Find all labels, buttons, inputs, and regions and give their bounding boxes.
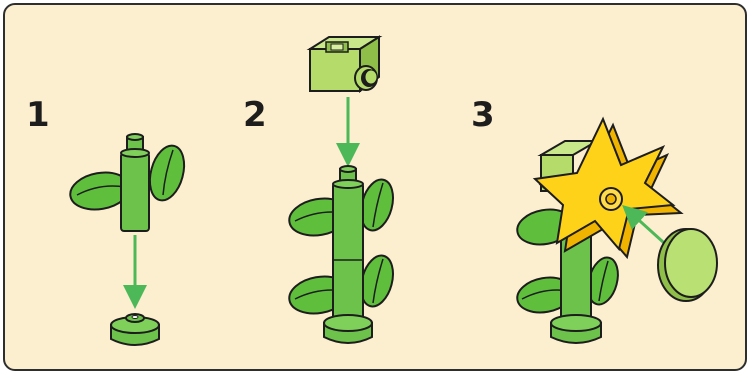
round-lime-tile [657, 228, 718, 302]
step-number-3: 3 [471, 95, 495, 135]
step-1-illustration [69, 133, 186, 346]
yellow-star-piece [532, 116, 684, 260]
round-base-plate [110, 313, 160, 346]
instruction-panel: 1 2 3 [3, 3, 747, 371]
building-steps-illustration [69, 35, 718, 346]
lime-brick [306, 35, 383, 93]
step-number-1: 1 [26, 95, 50, 135]
step-2-illustration [288, 35, 394, 344]
stem-piece [120, 133, 150, 232]
step-3-illustration [516, 116, 718, 344]
leaf-right [148, 144, 186, 202]
tall-stem [323, 165, 373, 344]
step-number-2: 2 [243, 95, 267, 135]
